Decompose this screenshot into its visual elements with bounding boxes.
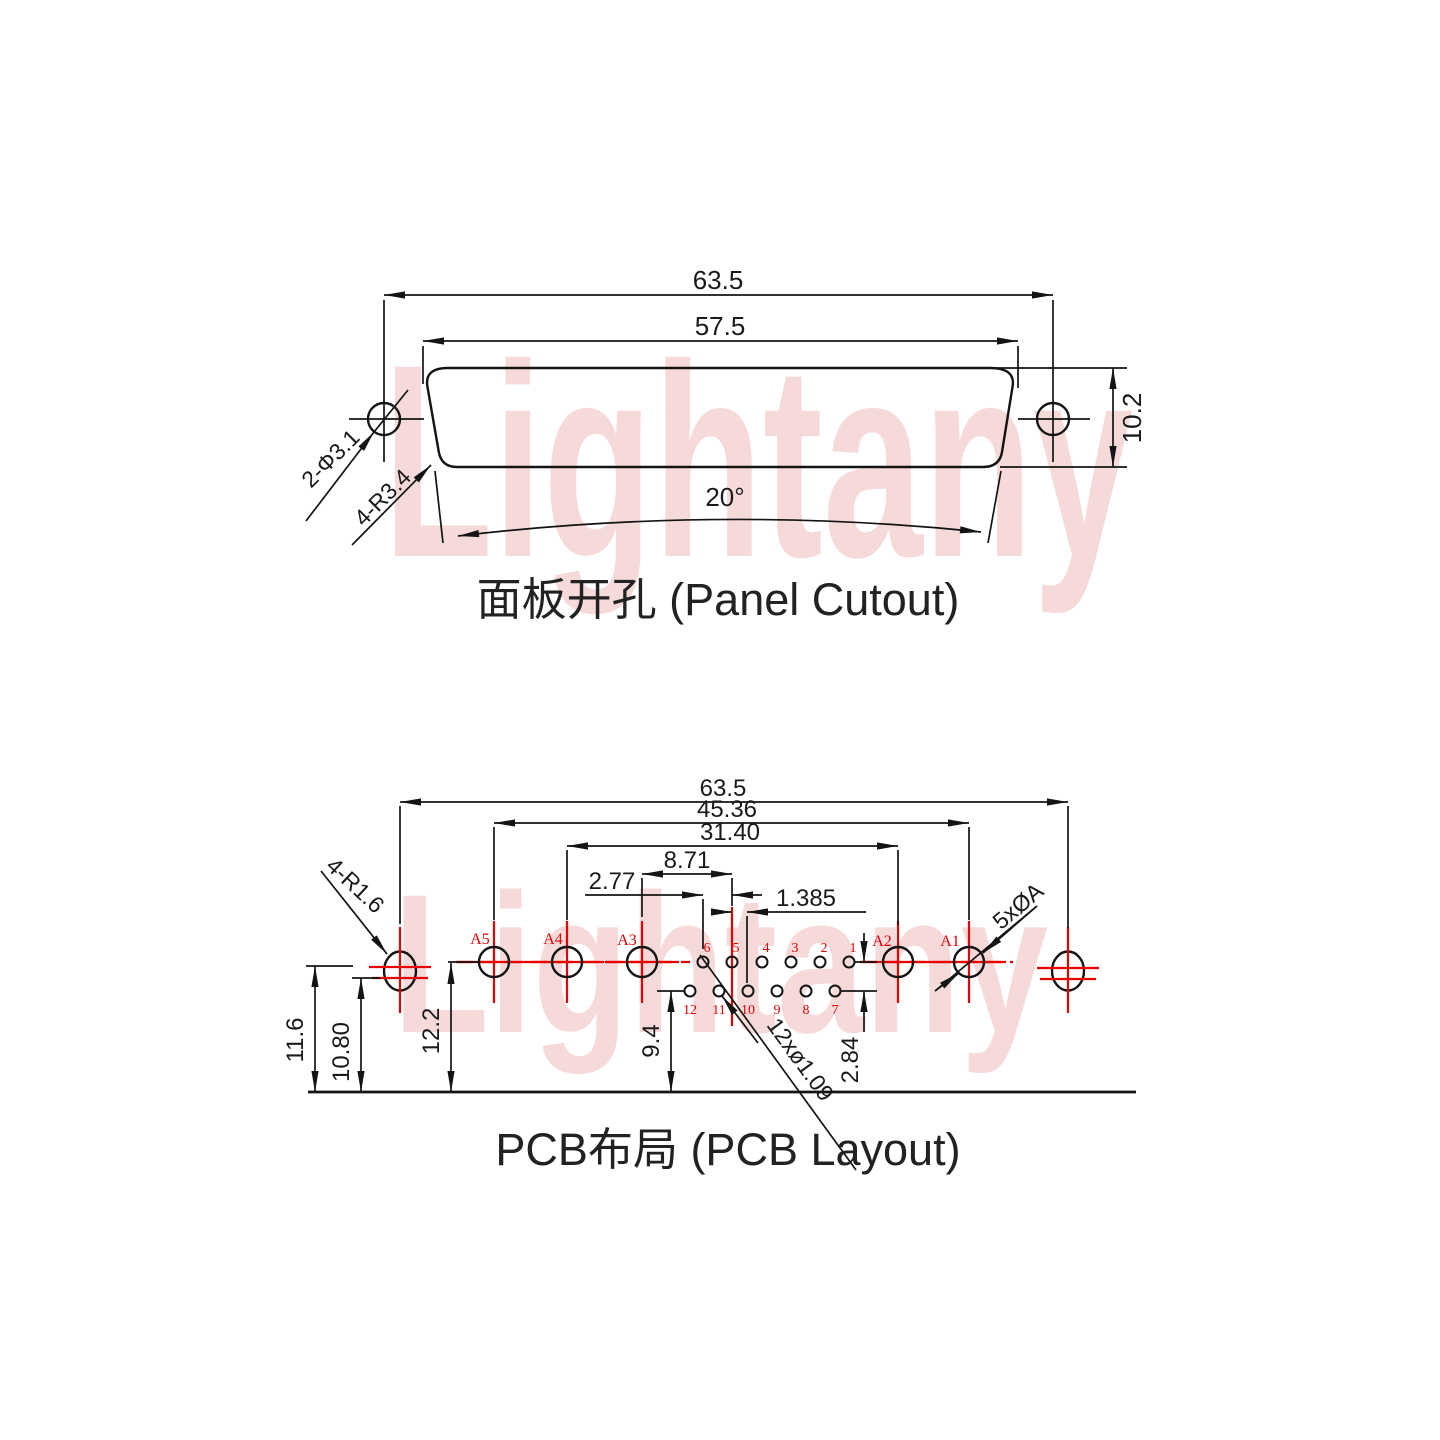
pcb-dim-mount-upper: 11.6 <box>282 965 353 1092</box>
pcb-dim-pin-pitch: 2.77 <box>585 868 762 949</box>
pcb-dim-overall-value: 63.5 <box>700 775 747 802</box>
pcb-dim-mount-lower-value: 10.80 <box>328 1022 355 1082</box>
coax-label-a1: A1 <box>940 933 960 950</box>
pin-label-12: 12 <box>683 1003 697 1018</box>
panel-dim-height: 10.2 <box>995 367 1147 468</box>
pcb-dim-a4-a2-value: 31.40 <box>700 819 760 846</box>
pcb-dim-overall: 63.5 <box>399 775 1069 928</box>
panel-cutout-title: 面板开孔 (Panel Cutout) <box>477 574 960 625</box>
pcb-dim-row1-height: 12.2 <box>418 961 478 1092</box>
pcb-dim-row-gap-value: 2.84 <box>837 1037 864 1084</box>
pcb-dim-mount-upper-value: 11.6 <box>282 1018 309 1063</box>
pcb-leader-corner-radius: 4-R1.6 <box>320 852 390 955</box>
pcb-dim-a5-a1-value: 45.36 <box>697 796 757 823</box>
watermark-text-top: Lightany <box>383 308 1134 616</box>
pcb-dim-row-offset: 1.385 <box>711 885 866 983</box>
pcb-coax-labels: A5 A4 A3 A2 A1 <box>470 931 960 950</box>
panel-dim-width: 57.5 <box>422 311 1019 388</box>
pcb-dim-mount-lower: 10.80 <box>328 977 380 1092</box>
pin-label-2: 2 <box>821 941 828 956</box>
pcb-mount-hole-right <box>1037 927 1099 1013</box>
pcb-pin-numbers-top: 6 5 4 3 2 1 <box>704 941 857 956</box>
pcb-layout-title: PCB布局 (PCB Layout) <box>495 1124 960 1175</box>
pin-label-5: 5 <box>733 941 740 956</box>
coax-label-a3: A3 <box>617 932 637 949</box>
pcb-dim-pin-pitch-value: 2.77 <box>589 868 636 895</box>
pcb-dim-row2-height-value: 9.4 <box>638 1024 665 1057</box>
panel-dim-overall: 63.5 <box>384 265 1053 299</box>
pin-label-7: 7 <box>832 1003 839 1018</box>
pin-label-9: 9 <box>774 1003 781 1018</box>
panel-dim-angle-value: 20° <box>705 482 744 512</box>
pcb-dim-a3-pin5: 8.71 <box>641 847 733 917</box>
pcb-dim-row1-height-value: 12.2 <box>418 1008 445 1055</box>
pcb-dim-row2-height: 9.4 <box>638 990 685 1092</box>
coax-label-a4: A4 <box>543 931 563 948</box>
panel-cutout-outline <box>425 366 1015 469</box>
pcb-dim-a5-a1: 45.36 <box>493 796 970 920</box>
pin-label-10: 10 <box>741 1003 755 1018</box>
pcb-mount-hole-left <box>369 927 431 1013</box>
panel-cutout-drawing: 63.5 57.5 10.2 20° 2-Φ3.1 <box>296 265 1147 625</box>
panel-dim-width-value: 57.5 <box>695 311 746 341</box>
pin-label-11: 11 <box>712 1003 725 1018</box>
coax-label-a5: A5 <box>470 931 490 948</box>
watermark-text-bottom: Lightany <box>393 853 1048 1074</box>
watermark-group: Lightany Lightany <box>383 308 1134 1074</box>
panel-dim-overall-value: 63.5 <box>693 265 744 295</box>
coax-label-a2: A2 <box>872 933 892 950</box>
panel-dim-height-value: 10.2 <box>1117 393 1147 444</box>
panel-mount-hole-left <box>349 300 424 462</box>
pin-label-1: 1 <box>850 941 857 956</box>
pcb-dim-row-offset-value: 1.385 <box>776 885 836 912</box>
pcb-coax-holes <box>477 945 986 979</box>
panel-mount-hole-right <box>1018 300 1090 462</box>
panel-dim-angle: 20° <box>434 470 1002 544</box>
pcb-signal-pins <box>683 955 856 998</box>
pcb-dim-a3-pin5-value: 8.71 <box>664 847 711 874</box>
pcb-dim-row-gap: 2.84 <box>837 933 877 1083</box>
pin-label-8: 8 <box>803 1003 810 1018</box>
pcb-dim-a4-a2: 31.40 <box>566 819 899 925</box>
pin-label-3: 3 <box>792 941 799 956</box>
pin-label-6: 6 <box>704 941 711 956</box>
pcb-pin-numbers-bottom: 12 11 10 9 8 7 <box>683 1003 839 1018</box>
pin-label-4: 4 <box>763 941 770 956</box>
